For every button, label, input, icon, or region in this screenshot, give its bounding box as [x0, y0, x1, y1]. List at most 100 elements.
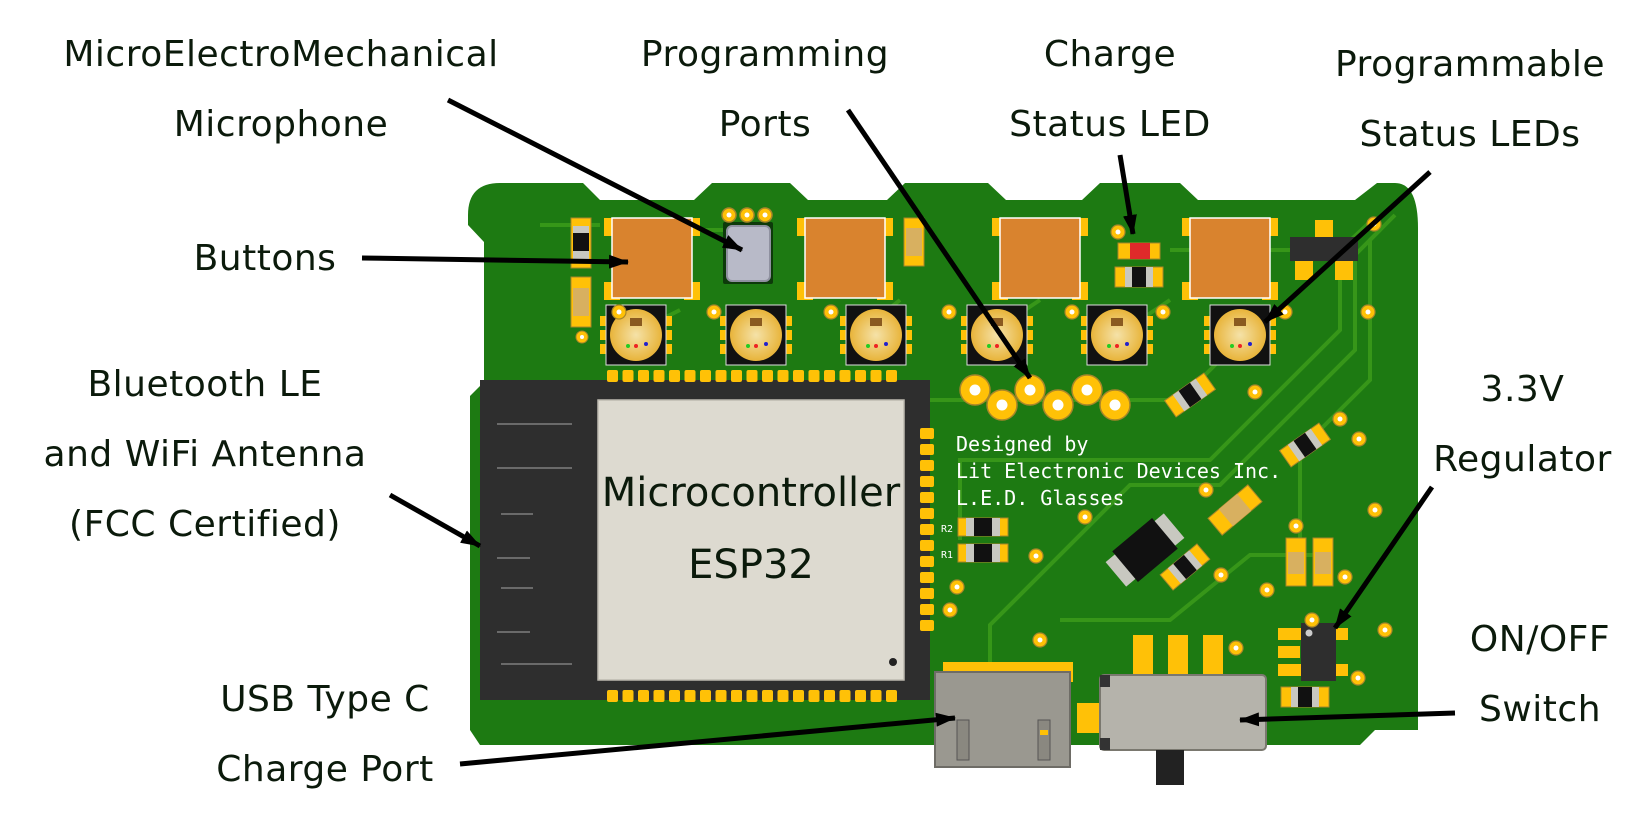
module-pad — [777, 370, 789, 382]
module-pad — [622, 370, 634, 382]
callout-antenna: Bluetooth LE and WiFi Antenna (FCC Certi… — [10, 350, 400, 560]
module-pad — [653, 690, 665, 702]
via — [1247, 384, 1263, 400]
module-pad — [920, 492, 934, 503]
charge-status-led — [1117, 242, 1161, 260]
module-pad — [920, 588, 934, 599]
via — [1350, 670, 1366, 686]
callout-line: MicroElectroMechanical — [63, 34, 499, 75]
callout-mems-microphone: MicroElectroMechanical Microphone — [46, 20, 516, 160]
module-pad — [870, 370, 882, 382]
arrow-antenna — [388, 492, 482, 549]
mems-microphone — [721, 207, 773, 284]
module-pad — [824, 370, 835, 382]
via — [611, 304, 627, 320]
silk-line-3: L.E.D. Glasses — [956, 486, 1125, 510]
callout-status-leds: Programmable Status LEDs — [1310, 30, 1630, 170]
arrow-buttons — [361, 254, 629, 269]
tactile-button — [604, 217, 700, 300]
module-pad — [669, 690, 680, 702]
tactile-button — [797, 217, 893, 300]
arrow-switch — [1239, 710, 1456, 727]
via — [1064, 304, 1080, 320]
module-pad — [715, 690, 727, 702]
module-pad — [653, 370, 665, 382]
button-cap — [804, 217, 886, 299]
callout-arrows — [361, 97, 1456, 767]
tactile-buttons — [604, 217, 1278, 300]
antenna-trace — [497, 423, 572, 665]
programming-pad — [986, 389, 1018, 421]
module-pad — [700, 370, 711, 382]
module-pad — [920, 540, 934, 551]
via — [1304, 612, 1320, 628]
silkscreen-credit: Designed by Lit Electronic Devices Inc. … — [956, 432, 1281, 510]
module-pad — [700, 690, 711, 702]
via — [1032, 632, 1048, 648]
module-pad — [746, 690, 758, 702]
module-pad — [808, 690, 820, 702]
resistor-r6 — [1159, 543, 1211, 591]
callout-usb-port: USB Type C Charge Port — [190, 665, 460, 805]
via — [1259, 582, 1275, 598]
module-pad — [684, 370, 696, 382]
module-pad — [622, 690, 634, 702]
via — [1288, 518, 1304, 534]
module-pad — [793, 370, 804, 382]
silk-line-1: Designed by — [956, 432, 1088, 456]
programming-ports — [959, 374, 1131, 421]
via — [1077, 509, 1093, 525]
callout-line: Switch — [1478, 689, 1602, 730]
arrow-status-leds — [1263, 170, 1432, 324]
callout-line: Buttons — [193, 238, 337, 279]
module-pad — [839, 690, 851, 702]
via — [1213, 567, 1229, 583]
via — [1155, 304, 1171, 320]
tactile-button — [1182, 217, 1278, 300]
module-pad — [684, 690, 696, 702]
callout-programming-ports: Programming Ports — [620, 20, 910, 160]
callout-line: Programmable — [1334, 44, 1606, 85]
module-pad — [920, 428, 934, 439]
esp32-module: Microcontroller ESP32 — [480, 370, 934, 702]
callout-line: Programming — [640, 34, 890, 75]
via — [1228, 640, 1244, 656]
rgb-led — [600, 304, 672, 366]
capacitor-c1 — [1207, 484, 1263, 536]
rgb-led — [840, 304, 912, 366]
programming-pad — [1099, 389, 1131, 421]
module-pad — [920, 444, 934, 455]
callout-regulator: 3.3V Regulator — [1415, 355, 1630, 495]
module-pad — [855, 690, 866, 702]
button-cap — [999, 217, 1081, 299]
via — [949, 579, 965, 595]
svg-text:R1: R1 — [941, 550, 953, 561]
regulator-3v3 — [1278, 623, 1348, 708]
l6-inductor — [903, 217, 925, 267]
callout-line: Charge — [1043, 34, 1177, 75]
resistor-r7 — [1163, 372, 1217, 418]
via — [1367, 502, 1383, 518]
module-pad — [607, 370, 618, 382]
via — [1110, 224, 1126, 240]
rgb-status-leds — [600, 304, 1276, 366]
via — [823, 304, 839, 320]
callout-line: Microphone — [173, 104, 389, 145]
module-label-line2: ESP32 — [688, 542, 814, 588]
module-pad — [731, 370, 742, 382]
module-pad — [824, 690, 835, 702]
programming-pad — [1071, 374, 1103, 406]
callout-line: (FCC Certified) — [69, 504, 341, 545]
tactile-button — [992, 217, 1088, 300]
resistor-r3 — [1278, 422, 1332, 468]
callout-line: Regulator — [1433, 439, 1612, 480]
button-cap — [611, 217, 693, 299]
module-pad — [746, 370, 758, 382]
rgb-led — [1081, 304, 1153, 366]
button-cap — [1189, 217, 1271, 299]
slide-switch — [1099, 674, 1267, 785]
module-label-line1: Microcontroller — [602, 470, 901, 516]
via — [1351, 431, 1367, 447]
module-pad — [762, 690, 773, 702]
